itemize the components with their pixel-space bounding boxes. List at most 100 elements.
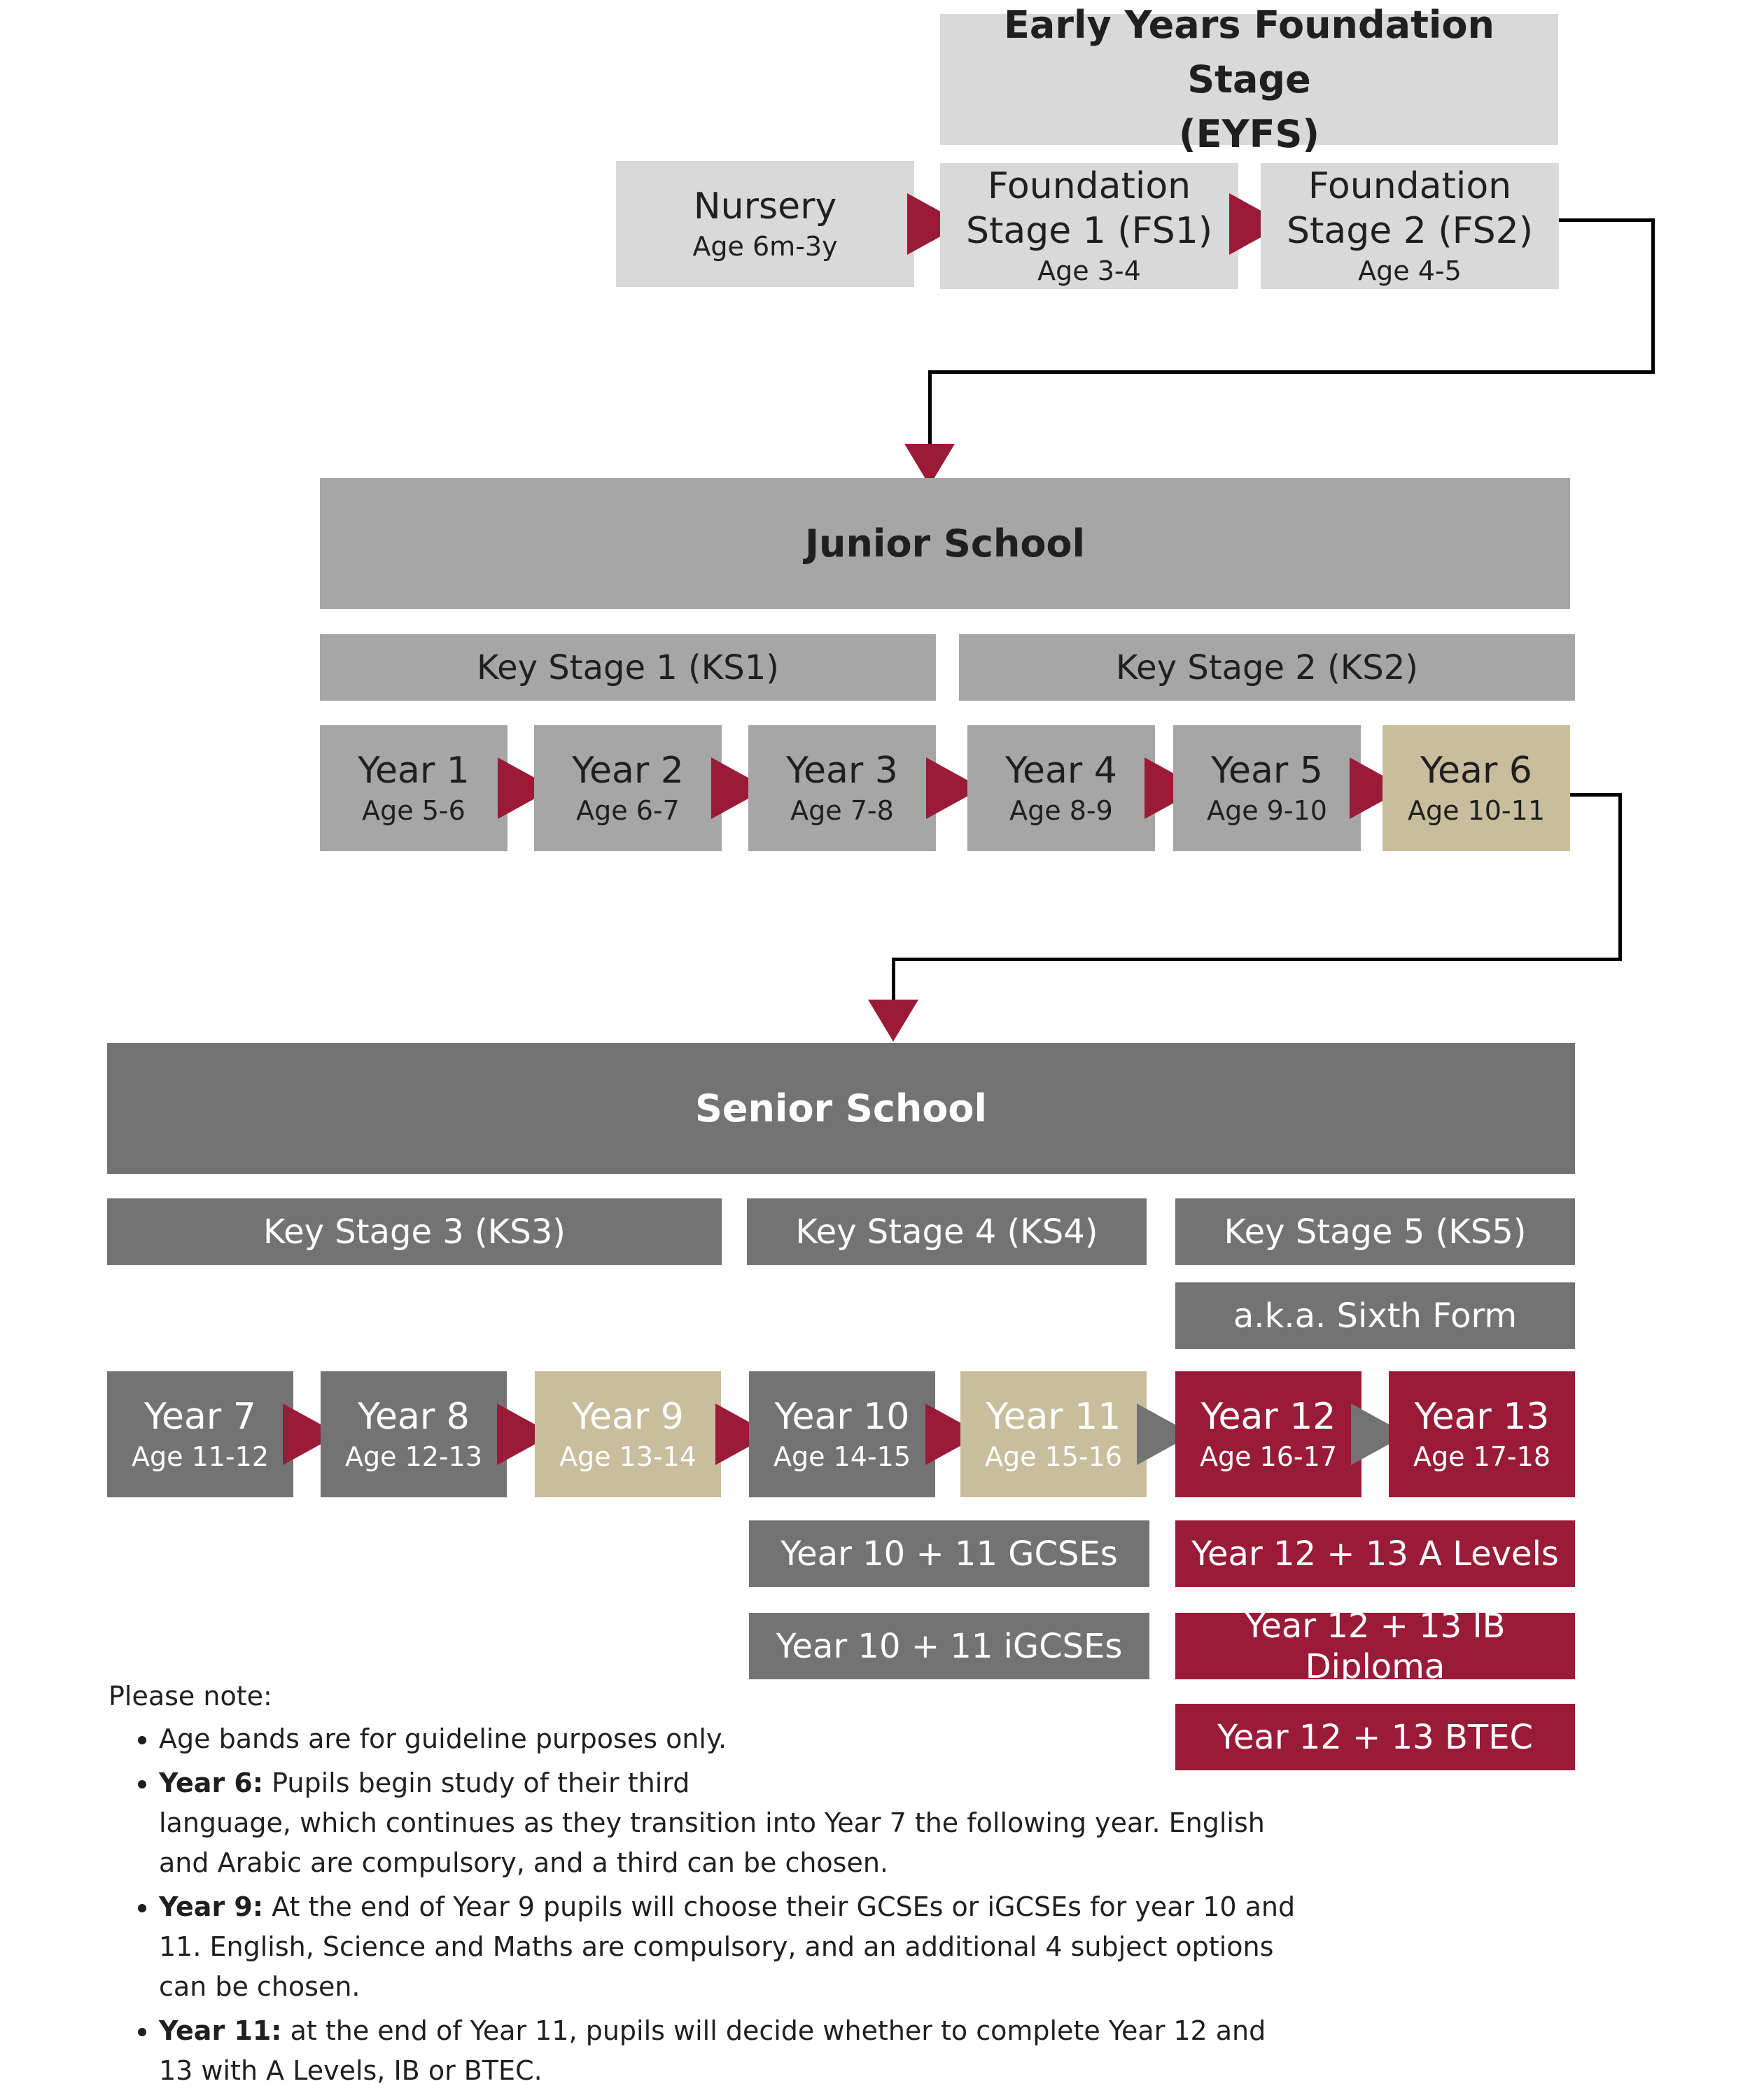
connector-line [892,958,895,1002]
connector-line [892,958,1622,961]
year-12-box: Year 12 Age 16-17 [1175,1371,1362,1497]
ks1-label: Key Stage 1 (KS1) [477,648,779,687]
ks4-label: Key Stage 4 (KS4) [795,1212,1098,1252]
fs1-age: Age 3-4 [1037,255,1141,286]
ks3-label: Key Stage 3 (KS3) [263,1212,566,1252]
nursery-box: Nursery Age 6m-3y [616,161,914,287]
note-label: Year 6: [159,1768,264,1798]
nursery-age: Age 6m-3y [692,231,838,262]
year-3-box: Year 3 Age 7-8 [748,725,936,851]
year-title: Year 2 [572,750,684,792]
ks3-box: Key Stage 3 (KS3) [107,1198,722,1265]
ks5-label: Key Stage 5 (KS5) [1224,1212,1527,1252]
notes-title: Please note: [108,1681,272,1712]
connector-line [928,370,932,447]
note-text: language, which continues as they transi… [159,1807,1265,1878]
year-age: Age 13-14 [559,1441,696,1472]
year-title: Year 5 [1211,750,1323,792]
year-age: Age 8-9 [1009,795,1113,826]
gcse-box: Year 10 + 11 GCSEs [749,1520,1149,1587]
note-item: Age bands are for guideline purposes onl… [159,1719,1298,1759]
year-age: Age 15-16 [985,1441,1122,1472]
year-7-box: Year 7 Age 11-12 [107,1371,293,1497]
year-5-box: Year 5 Age 9-10 [1173,725,1361,851]
ks2-label: Key Stage 2 (KS2) [1116,648,1418,687]
year-title: Year 6 [1420,750,1532,792]
year-age: Age 17-18 [1413,1441,1550,1472]
arrow-down-icon [868,1000,918,1042]
year-title: Year 11 [986,1396,1121,1438]
note-text: Age bands are for guideline purposes onl… [159,1723,727,1754]
fs1-box: Foundation Stage 1 (FS1) Age 3-4 [940,163,1238,289]
eyfs-header-line1: Early Years Foundation Stage [1004,2,1494,102]
fs2-age: Age 4-5 [1358,255,1462,286]
year-6-box: Year 6 Age 10-11 [1382,725,1570,851]
year-age: Age 11-12 [132,1441,269,1472]
year-title: Year 4 [1005,750,1117,792]
senior-school-header: Senior School [107,1043,1575,1174]
notes-section: Please note: Age bands are for guideline… [108,1676,1298,2095]
sixth-form-label: a.k.a. Sixth Form [1233,1296,1518,1336]
btec-label: Year 12 + 13 BTEC [1217,1717,1534,1757]
igcse-box: Year 10 + 11 iGCSEs [749,1613,1149,1679]
year-10-box: Year 10 Age 14-15 [749,1371,935,1497]
ks4-box: Key Stage 4 (KS4) [747,1198,1147,1265]
year-age: Age 10-11 [1408,795,1545,826]
year-11-box: Year 11 Age 15-16 [960,1371,1147,1497]
junior-school-header: Junior School [320,478,1570,609]
year-title: Year 10 [774,1396,910,1438]
sixth-form-box: a.k.a. Sixth Form [1175,1282,1575,1349]
fs1-title-line1: Foundation [987,165,1191,207]
a-levels-label: Year 12 + 13 A Levels [1191,1534,1559,1574]
note-label: Year 11: [159,2015,282,2046]
year-2-box: Year 2 Age 6-7 [534,725,722,851]
year-title: Year 7 [144,1396,256,1438]
nursery-title: Nursery [693,186,837,227]
eyfs-header-line2: (EYFS) [1178,111,1320,156]
year-title: Year 3 [786,750,898,792]
btec-box: Year 12 + 13 BTEC [1175,1704,1575,1770]
ks2-box: Key Stage 2 (KS2) [959,634,1575,701]
eyfs-header: Early Years Foundation Stage (EYFS) [940,3,1558,156]
gcse-label: Year 10 + 11 GCSEs [780,1534,1118,1574]
a-levels-box: Year 12 + 13 A Levels [1175,1520,1575,1587]
connector-line [1570,793,1622,797]
fs1-title-line2: Stage 1 (FS1) [965,210,1213,252]
year-age: Age 7-8 [790,795,894,826]
note-label: Year 9: [159,1891,264,1922]
year-age: Age 14-15 [774,1441,911,1472]
connector-line [1651,218,1655,374]
notes-list: Age bands are for guideline purposes onl… [108,1719,1298,2091]
fs2-title-line2: Stage 2 (FS2) [1286,210,1534,252]
ib-diploma-label: Year 12 + 13 IB Diploma [1245,1606,1506,1686]
year-9-box: Year 9 Age 13-14 [535,1371,721,1497]
year-age: Age 6-7 [576,795,680,826]
ks5-box: Key Stage 5 (KS5) [1175,1198,1575,1265]
ib-diploma-box: Year 12 + 13 IB Diploma [1175,1606,1575,1686]
year-age: Age 9-10 [1207,795,1327,826]
connector-line [1618,793,1622,961]
note-text: Pupils begin study of their third [263,1768,690,1798]
ks1-box: Key Stage 1 (KS1) [320,634,936,701]
year-age: Age 5-6 [362,795,465,826]
year-title: Year 8 [358,1396,470,1438]
year-1-box: Year 1 Age 5-6 [320,725,507,851]
year-title: Year 9 [572,1396,684,1438]
connector-line [928,370,1655,374]
senior-school-title: Senior School [694,1086,988,1130]
note-item: Year 9: At the end of Year 9 pupils will… [159,1887,1298,2007]
igcse-label: Year 10 + 11 iGCSEs [776,1626,1123,1666]
note-item: Year 11: at the end of Year 11, pupils w… [159,2011,1298,2091]
year-age: Age 12-13 [345,1441,482,1472]
note-text: At the end of Year 9 pupils will choose … [159,1891,1296,2002]
year-8-box: Year 8 Age 12-13 [321,1371,507,1497]
year-4-box: Year 4 Age 8-9 [967,725,1155,851]
fs2-title-line1: Foundation [1308,165,1512,207]
fs2-box: Foundation Stage 2 (FS2) Age 4-5 [1261,163,1559,289]
year-age: Age 16-17 [1200,1441,1337,1472]
connector-line [1559,218,1655,222]
junior-school-title: Junior School [804,522,1086,566]
year-13-box: Year 13 Age 17-18 [1389,1371,1575,1497]
note-item: Year 6: Pupils begin study of their thir… [159,1763,1298,1883]
year-title: Year 12 [1200,1396,1336,1438]
